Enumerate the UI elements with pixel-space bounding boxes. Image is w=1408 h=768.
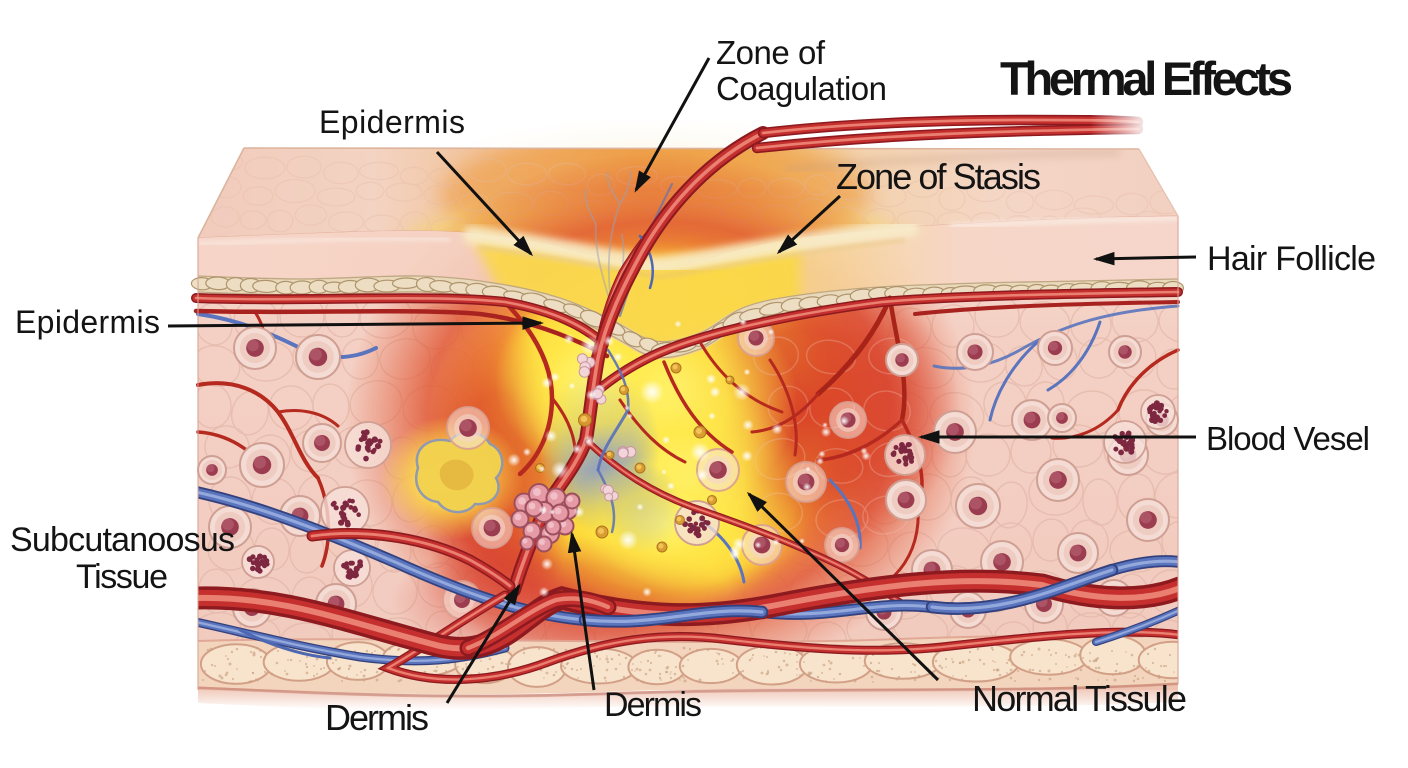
svg-text:Coagulation: Coagulation xyxy=(716,70,887,107)
svg-text:Normal Tissule: Normal Tissule xyxy=(972,678,1187,719)
svg-text:Subcutanoosus: Subcutanoosus xyxy=(10,521,235,559)
svg-text:Blood Vesel: Blood Vesel xyxy=(1206,420,1370,457)
svg-text:Thermal Effects: Thermal Effects xyxy=(1000,52,1293,105)
svg-text:Zone of: Zone of xyxy=(716,34,826,71)
svg-text:Zone of Stasis: Zone of Stasis xyxy=(836,156,1041,197)
svg-text:Dermis: Dermis xyxy=(325,697,429,738)
svg-text:Tissue: Tissue xyxy=(76,558,168,596)
svg-text:Epidermis: Epidermis xyxy=(319,104,465,140)
svg-text:Epidermis: Epidermis xyxy=(15,304,160,340)
svg-text:Dermis: Dermis xyxy=(604,686,702,724)
svg-text:Hair Follicle: Hair Follicle xyxy=(1207,240,1376,278)
